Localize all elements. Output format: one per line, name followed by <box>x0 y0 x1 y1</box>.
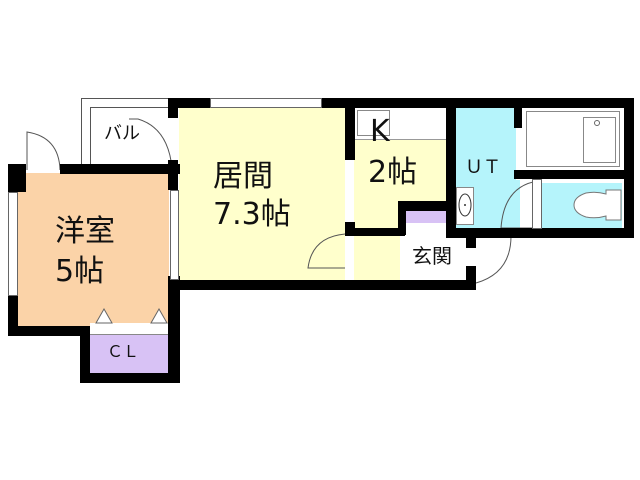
wall <box>466 266 476 290</box>
wall <box>514 170 634 179</box>
living-room-size: 7.3帖 <box>213 197 291 232</box>
toilet-partition <box>532 179 542 229</box>
closet <box>90 335 168 373</box>
kitchen <box>354 140 452 201</box>
utility-label: ＵＴ <box>465 157 501 178</box>
wall <box>624 98 634 238</box>
entrance <box>400 233 468 281</box>
wall <box>168 160 178 190</box>
wall <box>322 98 634 108</box>
wall <box>60 164 180 174</box>
living-room-door-icon <box>307 233 346 269</box>
closet-label: ＣＬ <box>107 342 140 361</box>
kitchen-size: 2帖 <box>368 155 418 190</box>
western-room-name: 洋室 <box>55 214 115 249</box>
balcony-door-swing-icon <box>129 118 173 169</box>
toilet-icon <box>573 189 622 221</box>
kitchen-name: K <box>370 114 390 149</box>
closet-door-strip <box>90 323 168 335</box>
living-room <box>179 108 345 280</box>
kitchen-sink-icon <box>357 110 390 136</box>
wall <box>345 98 355 160</box>
living-room-window <box>210 98 322 108</box>
wall <box>466 236 476 248</box>
wall <box>168 280 468 290</box>
wall <box>446 228 634 238</box>
wall <box>398 201 406 235</box>
western-room-door-icon <box>26 131 61 171</box>
wall <box>168 98 210 108</box>
closet-door-arrow-icon <box>150 308 168 324</box>
wall <box>80 373 180 383</box>
wall <box>8 296 18 336</box>
balcony-label: バル <box>104 123 140 144</box>
western-room-side-window <box>170 190 179 280</box>
wall <box>8 326 90 336</box>
storage-purple <box>404 211 446 223</box>
western-room-size: 5帖 <box>55 254 105 289</box>
entrance-label: 玄関 <box>412 244 452 268</box>
hallway <box>354 233 400 281</box>
bathtub-basin-icon <box>583 117 616 163</box>
wall <box>80 326 90 382</box>
wall <box>168 98 178 118</box>
living-room-name: 居間 <box>213 159 273 194</box>
western-room-window <box>8 192 18 296</box>
kitchen-lower <box>354 201 398 231</box>
balcony-inner <box>90 107 173 172</box>
entrance-door-icon <box>475 235 512 284</box>
wall <box>345 228 405 236</box>
wall <box>168 276 180 383</box>
wall <box>514 98 522 128</box>
western-room <box>17 173 169 333</box>
wall <box>398 201 456 211</box>
wall <box>8 164 26 192</box>
bathroom-door-icon <box>500 180 539 229</box>
bathtub-drain-icon <box>594 120 600 126</box>
closet-door-arrow-icon <box>95 308 113 324</box>
wall <box>446 98 456 238</box>
washbasin-bowl-icon <box>458 193 472 217</box>
